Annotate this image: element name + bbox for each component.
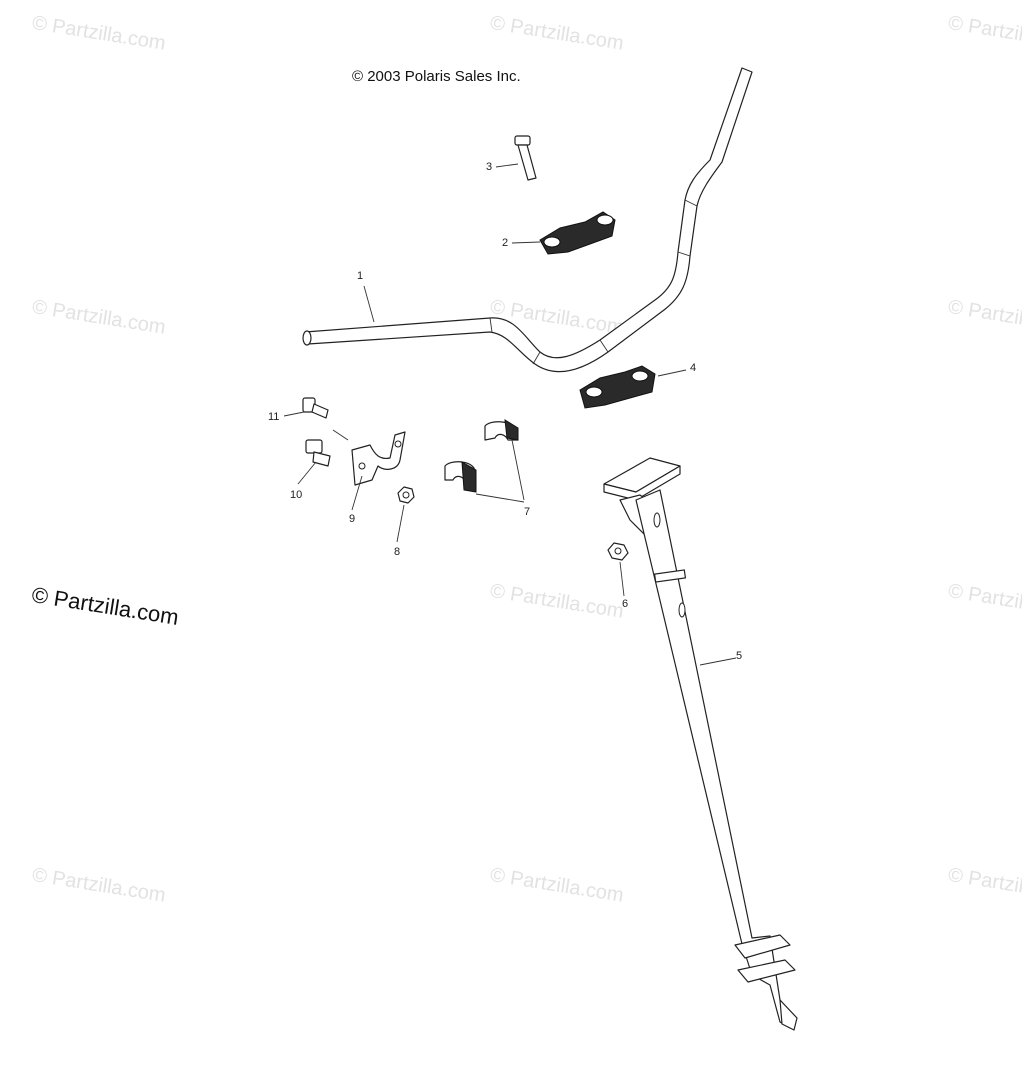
handlebar — [302, 67, 753, 373]
callout-6: 6 — [622, 598, 629, 610]
callout-2: 2 — [502, 237, 509, 249]
callout-10: 10 — [290, 489, 303, 501]
callout-5: 5 — [736, 650, 743, 662]
bushings — [444, 419, 519, 493]
callout-11: 11 — [268, 411, 280, 423]
lower-clamp — [579, 365, 656, 409]
callout-8: 8 — [394, 546, 401, 558]
callout-9: 9 — [349, 513, 356, 525]
small-bolt — [305, 439, 331, 467]
nut — [397, 486, 415, 504]
callout-4: 4 — [690, 362, 697, 374]
callout-1: 1 — [357, 270, 364, 282]
callout-7: 7 — [524, 506, 531, 518]
bracket — [332, 429, 406, 486]
upper-clamp — [539, 211, 616, 255]
fitting — [302, 397, 329, 419]
copyright-text: © 2003 Polaris Sales Inc. — [352, 68, 521, 85]
steering-post — [603, 457, 798, 1031]
leader-lines — [283, 163, 737, 666]
post-nut — [607, 542, 629, 561]
callout-3: 3 — [486, 161, 493, 173]
bolt — [514, 135, 537, 181]
